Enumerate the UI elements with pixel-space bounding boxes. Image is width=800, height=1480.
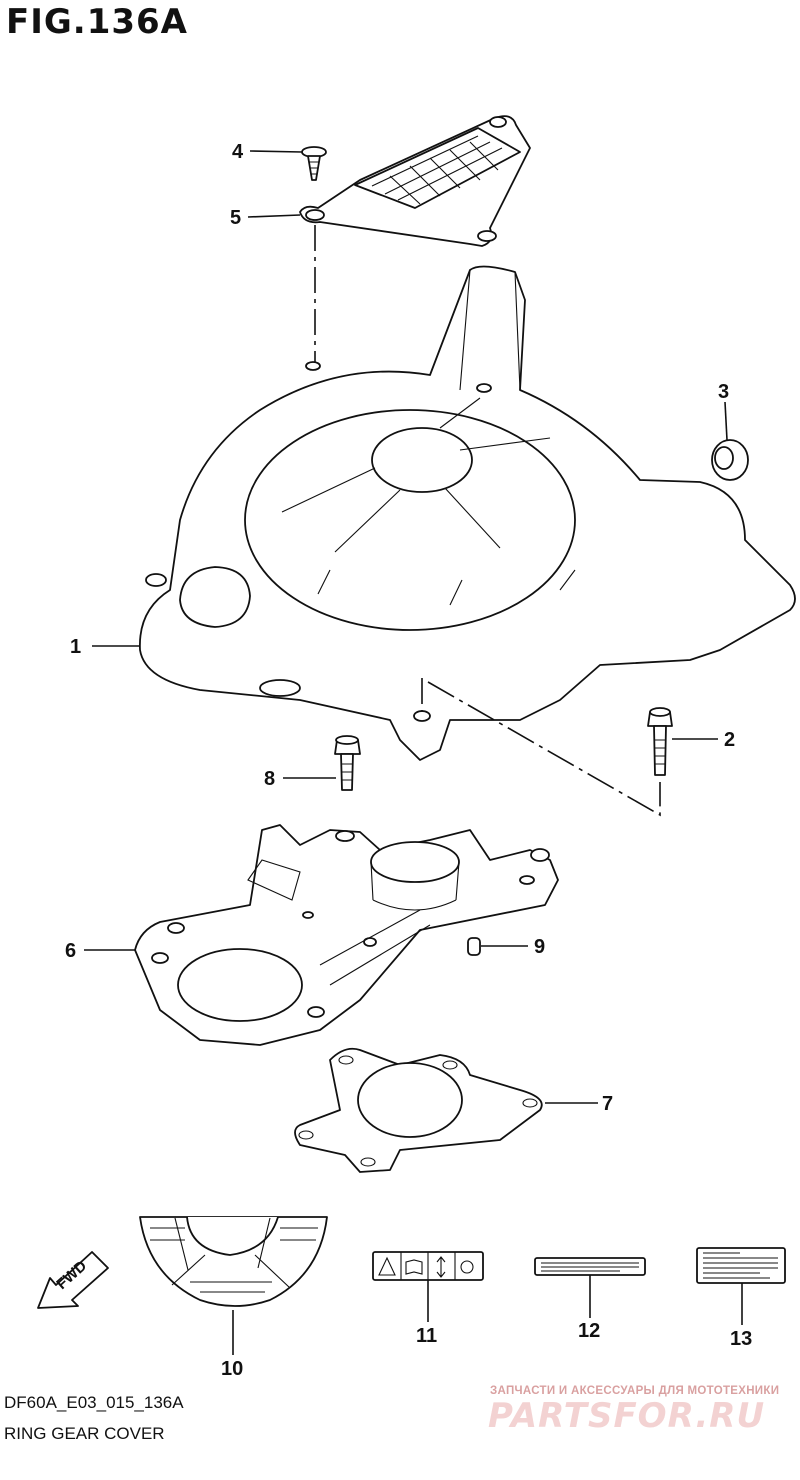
watermark-brand: PARTSFOR.RU [488, 1396, 766, 1436]
callout-11: 11 [416, 1325, 437, 1347]
part-11-caution-label[interactable] [372, 1251, 484, 1281]
callout-labels: 1 2 3 4 5 6 7 8 9 10 11 12 13 [65, 141, 752, 1380]
part-13-info-label[interactable] [696, 1247, 786, 1284]
part-2-bolt[interactable] [647, 707, 673, 776]
part-7-gasket[interactable] [294, 1047, 543, 1173]
part-1-ring-gear-cover[interactable] [139, 265, 796, 761]
model-code: DF60A_E03_015_136A [4, 1393, 184, 1412]
part-6-bracket[interactable] [134, 824, 559, 1046]
part-9-dowel-pin[interactable] [467, 937, 481, 956]
part-5-grille-plate[interactable] [299, 115, 531, 247]
callout-2: 2 [724, 729, 735, 751]
callout-4: 4 [232, 141, 244, 163]
callout-6: 6 [65, 940, 76, 962]
callout-9: 9 [534, 936, 545, 958]
callout-10: 10 [221, 1358, 243, 1380]
callout-12: 12 [578, 1320, 600, 1342]
callout-1: 1 [70, 636, 81, 658]
callout-7: 7 [602, 1093, 613, 1115]
fwd-direction-arrow: FWD [37, 1251, 109, 1309]
callout-5: 5 [230, 207, 241, 229]
part-3-grommet[interactable] [711, 439, 749, 481]
watermark-tagline: ЗАПЧАСТИ И АКСЕССУАРЫ ДЛЯ МОТОТЕХНИКИ [490, 1385, 780, 1397]
figure-caption: RING GEAR COVER [4, 1424, 165, 1443]
part-12-strip-label[interactable] [534, 1257, 646, 1276]
callout-13: 13 [730, 1328, 752, 1350]
leader-lines [84, 150, 743, 1355]
part-10-decal[interactable] [139, 1216, 328, 1307]
part-4-screw[interactable] [301, 146, 327, 181]
part-8-bolt[interactable] [334, 735, 361, 791]
figure-title: FIG.136A [6, 2, 188, 42]
callout-8: 8 [264, 768, 275, 790]
callout-3: 3 [718, 381, 729, 403]
